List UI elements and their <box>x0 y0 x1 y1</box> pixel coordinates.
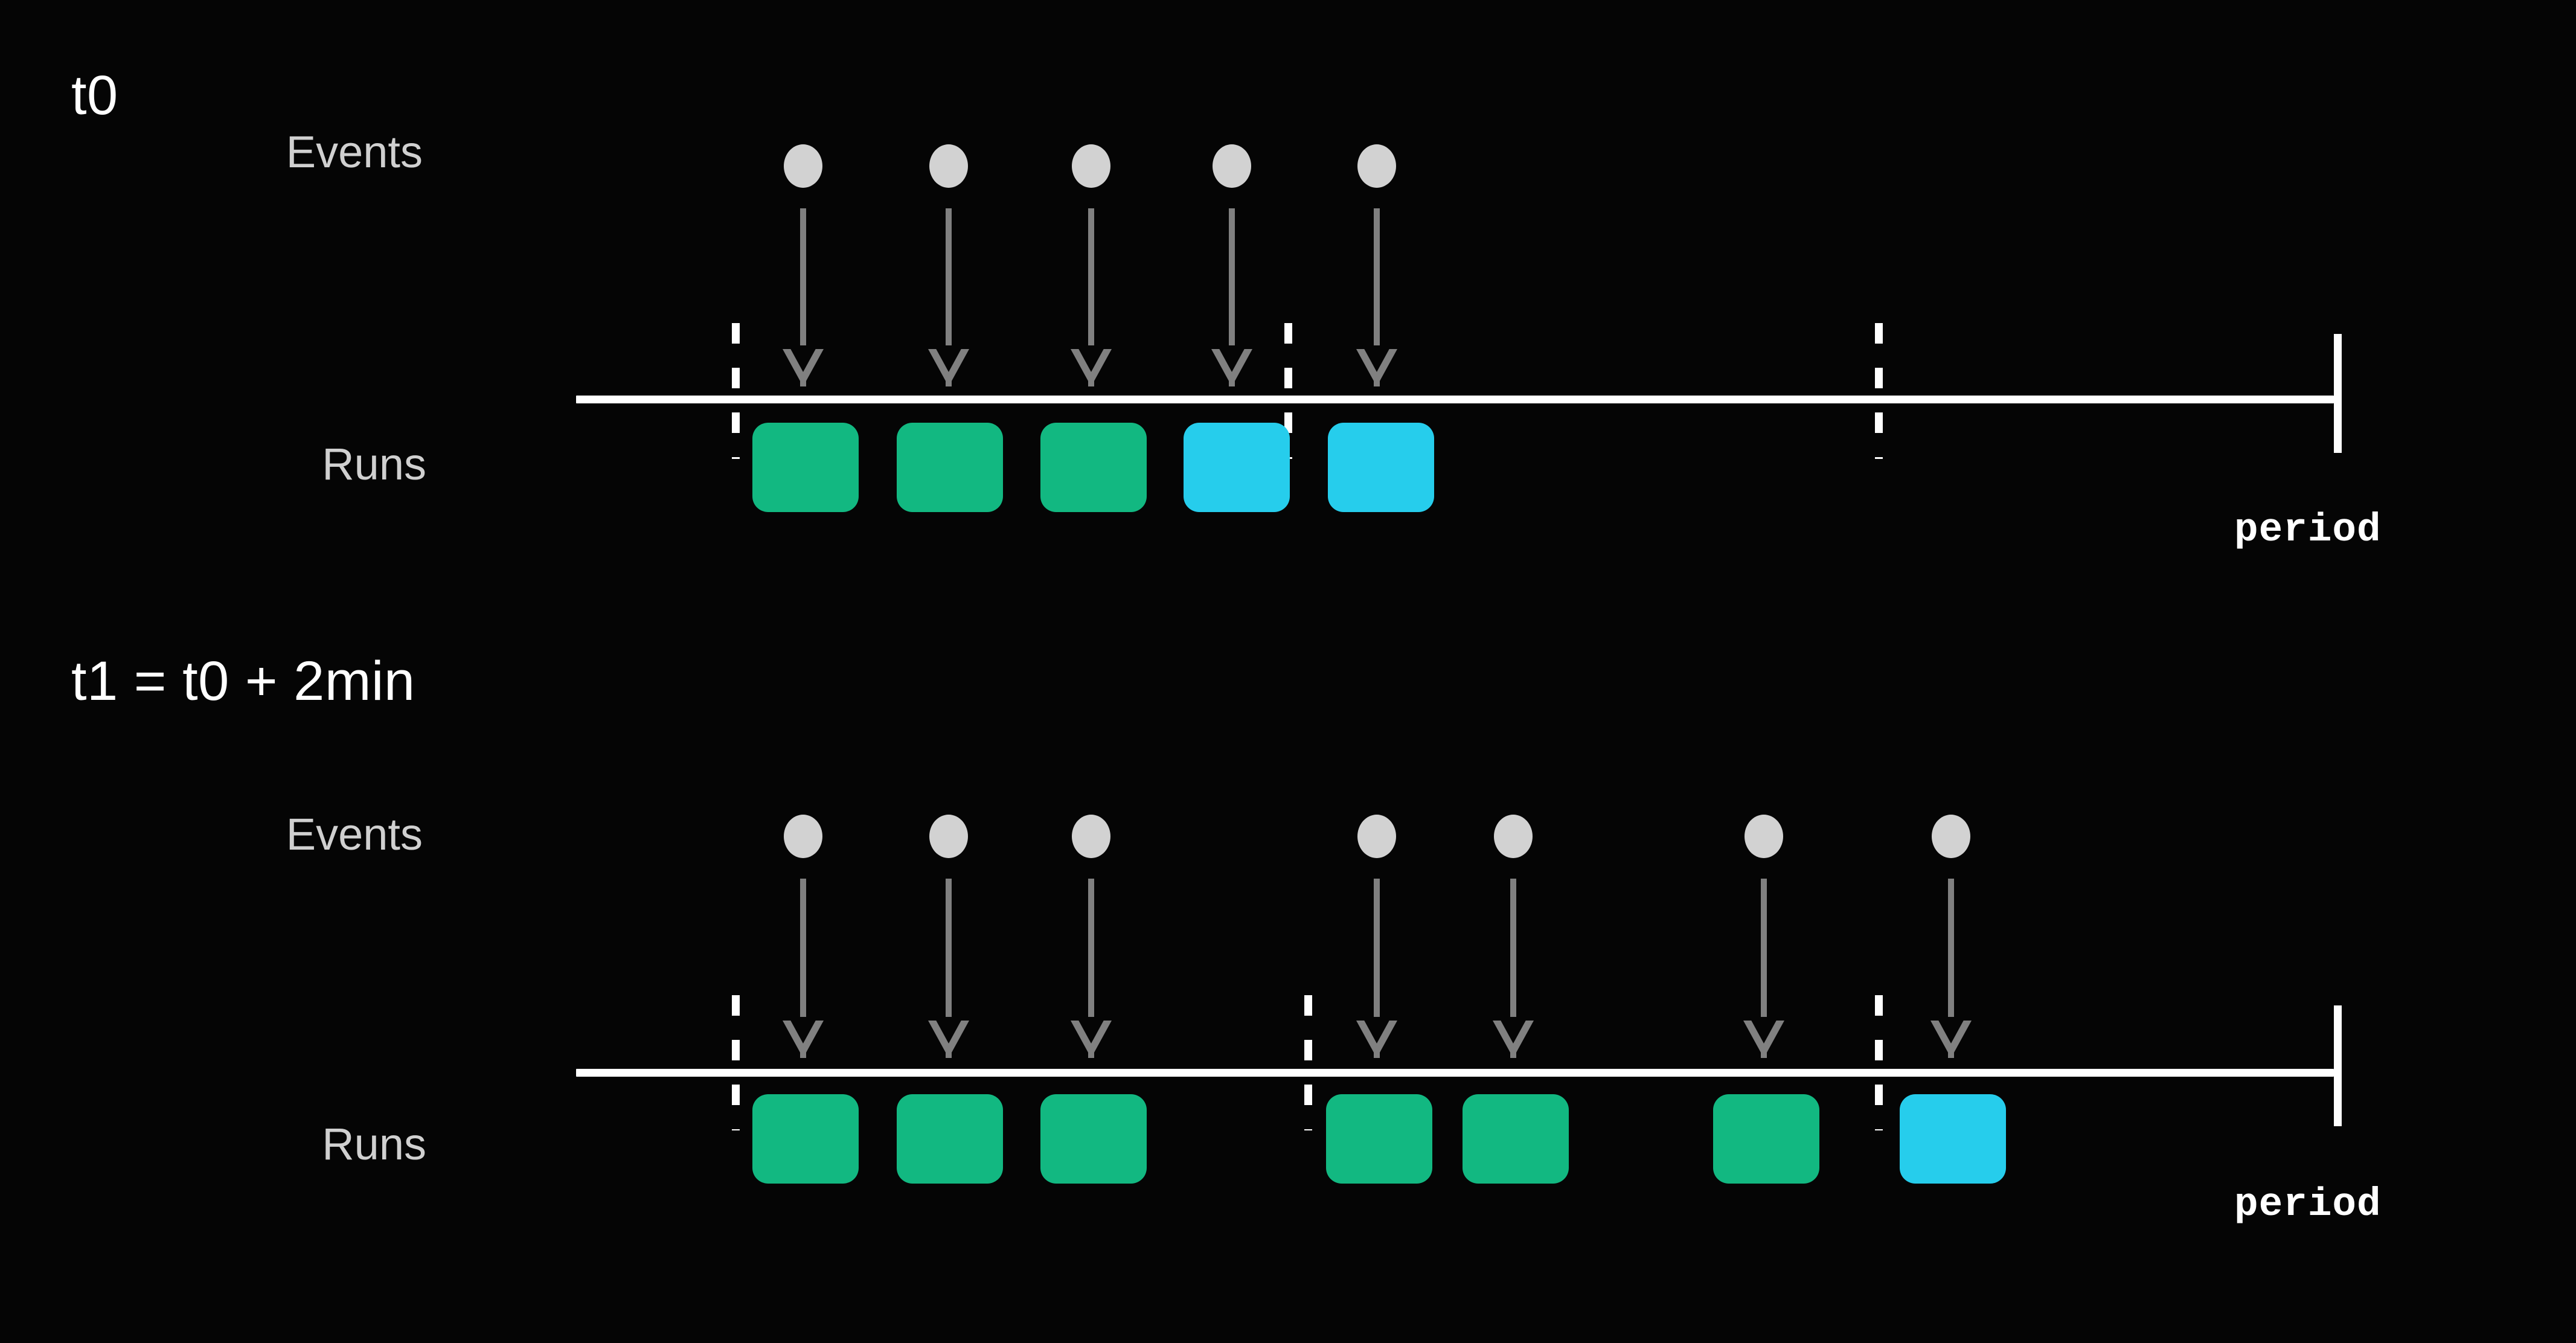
period-end-tick-t0 <box>2334 334 2342 453</box>
runs-row-label-t1: Runs <box>322 1119 426 1169</box>
event-arrow <box>1353 879 1401 1058</box>
run-box-green[interactable] <box>1326 1094 1432 1184</box>
event-dot <box>784 815 822 858</box>
event-arrow <box>1740 879 1788 1058</box>
event-arrow <box>779 208 827 386</box>
event-arrow <box>779 879 827 1058</box>
event-arrow <box>924 208 973 386</box>
events-row-label-t1: Events <box>286 809 423 859</box>
run-box-green[interactable] <box>897 1094 1003 1184</box>
event-arrow <box>1927 879 1975 1058</box>
bucket-separator-t0-2 <box>1875 323 1883 459</box>
run-box-cyan[interactable] <box>1184 423 1290 512</box>
timeline-axis-t0 <box>576 396 2334 403</box>
event-arrow <box>1489 879 1537 1058</box>
event-dot <box>1357 144 1396 188</box>
event-arrow <box>924 879 973 1058</box>
event-dot <box>784 144 822 188</box>
runs-row-label-t0: Runs <box>322 439 426 489</box>
period-label-t0: period <box>2234 507 2382 553</box>
run-box-green[interactable] <box>1040 1094 1147 1184</box>
event-dot <box>1494 815 1533 858</box>
bucket-separator-t1-1 <box>1304 995 1312 1130</box>
run-box-green[interactable] <box>752 423 859 512</box>
run-box-green[interactable] <box>752 1094 859 1184</box>
event-dot <box>929 144 968 188</box>
run-box-cyan[interactable] <box>1328 423 1434 512</box>
bucket-separator-t0-1 <box>1284 323 1292 459</box>
bucket-separator-t1-0 <box>732 995 740 1130</box>
run-box-green[interactable] <box>1713 1094 1819 1184</box>
event-dot <box>1745 815 1783 858</box>
event-dot <box>929 815 968 858</box>
period-label-t1: period <box>2234 1182 2382 1227</box>
run-box-green[interactable] <box>897 423 1003 512</box>
event-dot <box>1072 815 1110 858</box>
section-title-t0: t0 <box>71 65 118 126</box>
event-arrow <box>1353 208 1401 386</box>
bucket-separator-t0-0 <box>732 323 740 459</box>
event-arrow <box>1067 879 1115 1058</box>
run-box-green[interactable] <box>1040 423 1147 512</box>
period-end-tick-t1 <box>2334 1005 2342 1126</box>
event-dot <box>1072 144 1110 188</box>
event-dot <box>1213 144 1251 188</box>
event-dot <box>1932 815 1970 858</box>
event-arrow <box>1067 208 1115 386</box>
timeline-axis-t1 <box>576 1069 2334 1077</box>
run-box-green[interactable] <box>1463 1094 1569 1184</box>
event-arrow <box>1208 208 1256 386</box>
bucket-separator-t1-2 <box>1875 995 1883 1130</box>
run-box-cyan[interactable] <box>1900 1094 2006 1184</box>
event-dot <box>1357 815 1396 858</box>
events-row-label-t0: Events <box>286 127 423 177</box>
section-title-t1: t1 = t0 + 2min <box>71 650 415 712</box>
